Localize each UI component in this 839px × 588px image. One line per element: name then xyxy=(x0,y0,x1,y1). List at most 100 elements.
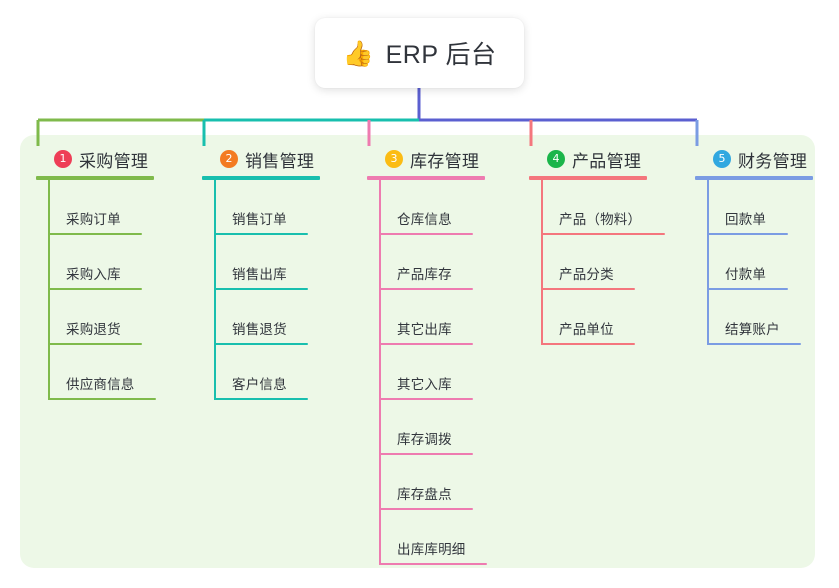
leaf-item-label: 其它入库 xyxy=(397,377,452,392)
leaf-item-label: 出库库明细 xyxy=(397,542,466,557)
branch-badge-5: 5 xyxy=(713,150,731,168)
leaf-item[interactable]: 出库库明细 xyxy=(367,510,487,565)
branch-rule-1 xyxy=(36,176,154,180)
leaf-connector xyxy=(542,233,560,235)
leaf-connector xyxy=(708,288,726,290)
leaf-connector xyxy=(380,563,398,565)
leaf-item[interactable]: 销售订单 xyxy=(202,180,320,235)
leaf-item[interactable]: 其它入库 xyxy=(367,345,487,400)
branch-trunk-4 xyxy=(541,180,543,345)
leaf-connector xyxy=(708,343,726,345)
leaf-item-label: 结算账户 xyxy=(725,322,780,337)
leaf-item-label: 产品（物料） xyxy=(559,212,642,227)
leaf-underline xyxy=(559,233,665,235)
branch-header-5[interactable]: 5 财务管理 xyxy=(695,146,813,172)
leaf-item[interactable]: 客户信息 xyxy=(202,345,320,400)
leaf-item[interactable]: 库存调拨 xyxy=(367,400,487,455)
leaf-item[interactable]: 产品（物料） xyxy=(529,180,665,235)
leaf-item[interactable]: 销售出库 xyxy=(202,235,320,290)
leaf-connector xyxy=(542,288,560,290)
leaf-item[interactable]: 仓库信息 xyxy=(367,180,487,235)
leaf-underline xyxy=(725,233,788,235)
branch-item-list-3: 仓库信息产品库存其它出库其它入库库存调拨库存盘点出库库明细 xyxy=(367,180,487,565)
leaf-underline xyxy=(66,343,142,345)
leaf-connector xyxy=(708,233,726,235)
branch-item-list-4: 产品（物料） 产品分类产品单位 xyxy=(529,180,665,345)
leaf-item-label: 回款单 xyxy=(725,212,767,227)
leaf-item[interactable]: 库存盘点 xyxy=(367,455,487,510)
leaf-connector xyxy=(215,398,233,400)
root-node-label: ERP 后台 xyxy=(385,41,497,69)
leaf-item-label: 销售出库 xyxy=(232,267,287,282)
branch-badge-1: 1 xyxy=(54,150,72,168)
leaf-connector xyxy=(542,343,560,345)
branch-trunk-5 xyxy=(707,180,709,345)
leaf-underline xyxy=(559,343,635,345)
branch-title-5: 财务管理 xyxy=(738,151,808,171)
branch-trunk-3 xyxy=(379,180,381,565)
leaf-connector xyxy=(215,343,233,345)
leaf-underline xyxy=(232,343,308,345)
leaf-connector xyxy=(380,343,398,345)
leaf-item-label: 采购退货 xyxy=(66,322,121,337)
leaf-item-label: 客户信息 xyxy=(232,377,287,392)
leaf-underline xyxy=(66,288,142,290)
leaf-underline xyxy=(725,343,801,345)
leaf-connector xyxy=(380,453,398,455)
leaf-item-label: 销售退货 xyxy=(232,322,287,337)
leaf-item-label: 产品分类 xyxy=(559,267,614,282)
leaf-connector xyxy=(380,233,398,235)
leaf-underline xyxy=(397,563,487,565)
leaf-underline xyxy=(725,288,788,290)
branch-rule-2 xyxy=(202,176,320,180)
branch-badge-3: 3 xyxy=(385,150,403,168)
leaf-item[interactable]: 回款单 xyxy=(695,180,813,235)
leaf-connector xyxy=(380,508,398,510)
leaf-underline xyxy=(397,343,473,345)
leaf-underline xyxy=(232,398,308,400)
leaf-connector xyxy=(215,233,233,235)
leaf-connector xyxy=(215,288,233,290)
leaf-item-label: 销售订单 xyxy=(232,212,287,227)
branch-rule-5 xyxy=(695,176,813,180)
leaf-item-label: 产品单位 xyxy=(559,322,614,337)
branch-header-1[interactable]: 1 采购管理 xyxy=(36,146,156,172)
root-node[interactable]: 👍 ERP 后台 xyxy=(315,18,524,88)
branch-trunk-2 xyxy=(214,180,216,400)
thumbs-up-icon: 👍 xyxy=(342,38,374,68)
leaf-connector xyxy=(49,233,67,235)
branch-rule-4 xyxy=(529,176,647,180)
leaf-item[interactable]: 产品分类 xyxy=(529,235,665,290)
leaf-item[interactable]: 销售退货 xyxy=(202,290,320,345)
leaf-item-label: 供应商信息 xyxy=(66,377,135,392)
leaf-item-label: 库存盘点 xyxy=(397,487,452,502)
leaf-item-label: 仓库信息 xyxy=(397,212,452,227)
leaf-item-label: 采购入库 xyxy=(66,267,121,282)
leaf-item[interactable]: 付款单 xyxy=(695,235,813,290)
leaf-item[interactable]: 产品库存 xyxy=(367,235,487,290)
branch-title-1: 采购管理 xyxy=(79,151,149,171)
leaf-connector xyxy=(380,398,398,400)
leaf-item[interactable]: 供应商信息 xyxy=(36,345,156,400)
leaf-underline xyxy=(397,398,473,400)
leaf-item-label: 产品库存 xyxy=(397,267,452,282)
leaf-item[interactable]: 其它出库 xyxy=(367,290,487,345)
leaf-underline xyxy=(232,288,308,290)
branch-rule-3 xyxy=(367,176,485,180)
branch-item-list-1: 采购订单采购入库采购退货供应商信息 xyxy=(36,180,156,400)
branch-trunk-1 xyxy=(48,180,50,400)
branch-badge-2: 2 xyxy=(220,150,238,168)
branch-item-list-5: 回款单付款单结算账户 xyxy=(695,180,813,345)
leaf-item[interactable]: 采购入库 xyxy=(36,235,156,290)
leaf-item[interactable]: 采购退货 xyxy=(36,290,156,345)
leaf-item[interactable]: 结算账户 xyxy=(695,290,813,345)
leaf-connector xyxy=(380,288,398,290)
leaf-item[interactable]: 产品单位 xyxy=(529,290,665,345)
leaf-connector xyxy=(49,288,67,290)
leaf-item-label: 库存调拨 xyxy=(397,432,452,447)
leaf-item[interactable]: 采购订单 xyxy=(36,180,156,235)
